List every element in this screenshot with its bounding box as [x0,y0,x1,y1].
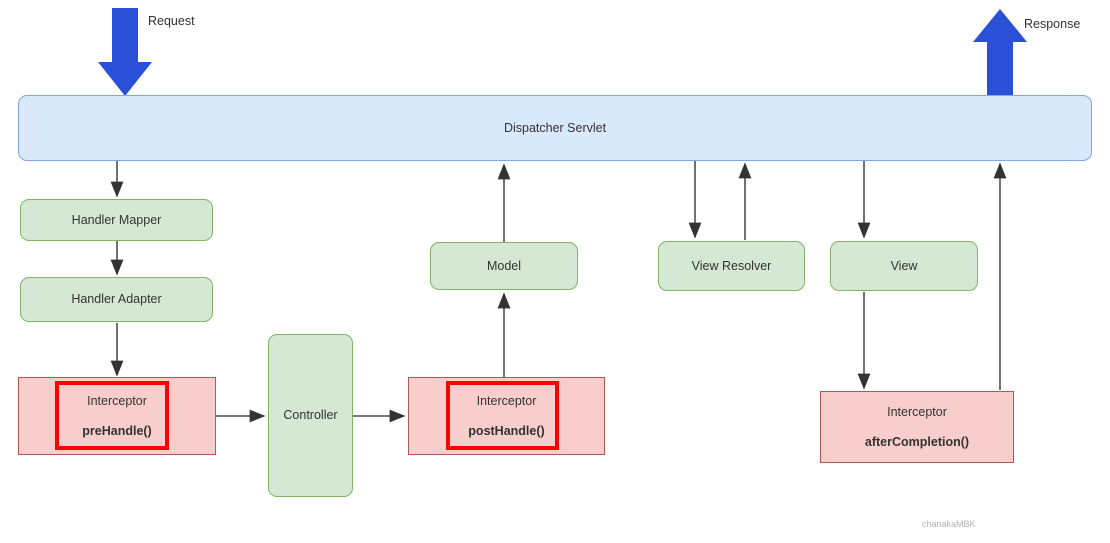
request-arrow-icon [98,8,152,96]
node-handler-adapter-label: Handler Adapter [71,292,162,307]
watermark-text: chanakaMBK [922,519,976,529]
node-interceptor-posthandle-method: postHandle() [468,423,545,438]
node-interceptor-posthandle[interactable]: Interceptor postHandle() [408,377,605,455]
node-controller-label: Controller [283,408,338,423]
node-interceptor-aftercompletion[interactable]: Interceptor afterCompletion() [820,391,1014,463]
node-interceptor-prehandle-method: preHandle() [82,423,152,438]
node-handler-mapper[interactable]: Handler Mapper [20,199,213,241]
node-dispatcher-servlet-label: Dispatcher Servlet [503,120,607,135]
node-handler-adapter[interactable]: Handler Adapter [20,277,213,322]
node-dispatcher-servlet[interactable]: Dispatcher Servlet [18,95,1092,161]
node-view-resolver-label: View Resolver [691,258,772,273]
node-interceptor-aftercompletion-title: Interceptor [887,404,947,419]
node-view-resolver[interactable]: View Resolver [658,241,805,291]
node-model-label: Model [486,258,522,273]
request-label: Request [148,14,195,28]
node-interceptor-prehandle-title: Interceptor [87,393,147,408]
node-view[interactable]: View [830,241,978,291]
node-interceptor-aftercompletion-method: afterCompletion() [864,434,970,449]
node-controller[interactable]: Controller [268,334,353,497]
node-interceptor-posthandle-title: Interceptor [476,393,537,408]
node-handler-mapper-label: Handler Mapper [71,212,162,227]
node-model[interactable]: Model [430,242,578,290]
response-arrow-icon [973,9,1027,96]
node-interceptor-prehandle[interactable]: Interceptor preHandle() [18,377,216,455]
node-view-label: View [890,258,918,273]
response-label: Response [1024,17,1081,31]
